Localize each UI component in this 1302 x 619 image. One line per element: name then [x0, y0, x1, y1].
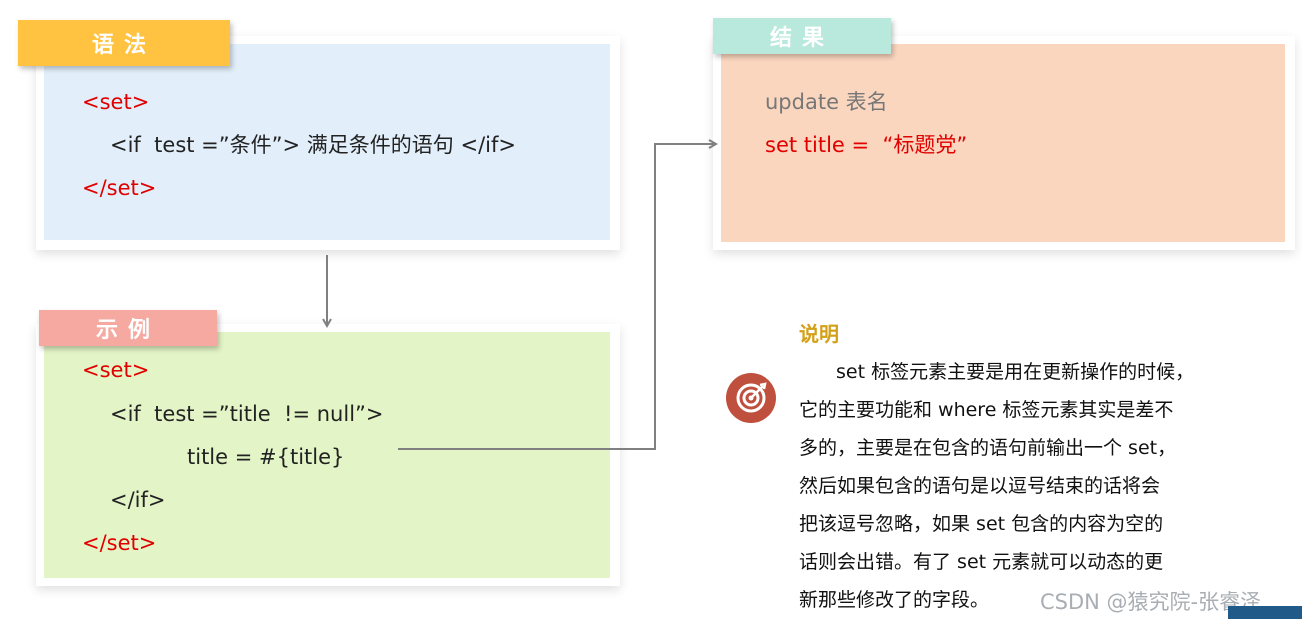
- syntax-line-if: <if test =”条件”> 满足条件的语句 </if>: [110, 133, 516, 157]
- result-panel-body: [721, 44, 1285, 242]
- corner-tab: [1228, 606, 1302, 619]
- syntax-tag: 语法: [18, 20, 230, 66]
- note-line-6: 话则会出错。有了 set 元素就可以动态的更: [799, 551, 1164, 573]
- result-line-set: set title = “标题党”: [765, 133, 968, 157]
- note-line-5: 把该逗号忽略，如果 set 包含的内容为空的: [799, 513, 1164, 535]
- note-line-3: 多的，主要是在包含的语句前输出一个 set，: [799, 437, 1177, 459]
- example-line-set-open: <set>: [82, 358, 150, 382]
- note-line-1: set 标签元素主要是用在更新操作的时候，: [836, 361, 1195, 383]
- example-line-set-close: </set>: [82, 531, 157, 555]
- result-panel: [713, 36, 1295, 250]
- result-tag: 结果: [713, 18, 891, 54]
- note-line-4: 然后如果包含的语句是以逗号结束的话将会: [799, 475, 1161, 497]
- note-line-2: 它的主要功能和 where 标签元素其实是差不: [799, 399, 1174, 421]
- example-line-title: title = #{title}: [187, 445, 345, 469]
- example-line-if-close: </if>: [110, 488, 166, 512]
- syntax-line-set-close: </set>: [82, 176, 157, 200]
- syntax-line-set-open: <set>: [82, 90, 150, 114]
- result-line-update: update 表名: [765, 90, 888, 114]
- example-line-if: <if test =”title != null”>: [110, 402, 384, 426]
- target-icon: [726, 373, 776, 423]
- example-tag: 示例: [39, 310, 217, 346]
- note-line-7: 新那些修改了的字段。: [799, 589, 990, 611]
- note-title: 说明: [799, 322, 839, 346]
